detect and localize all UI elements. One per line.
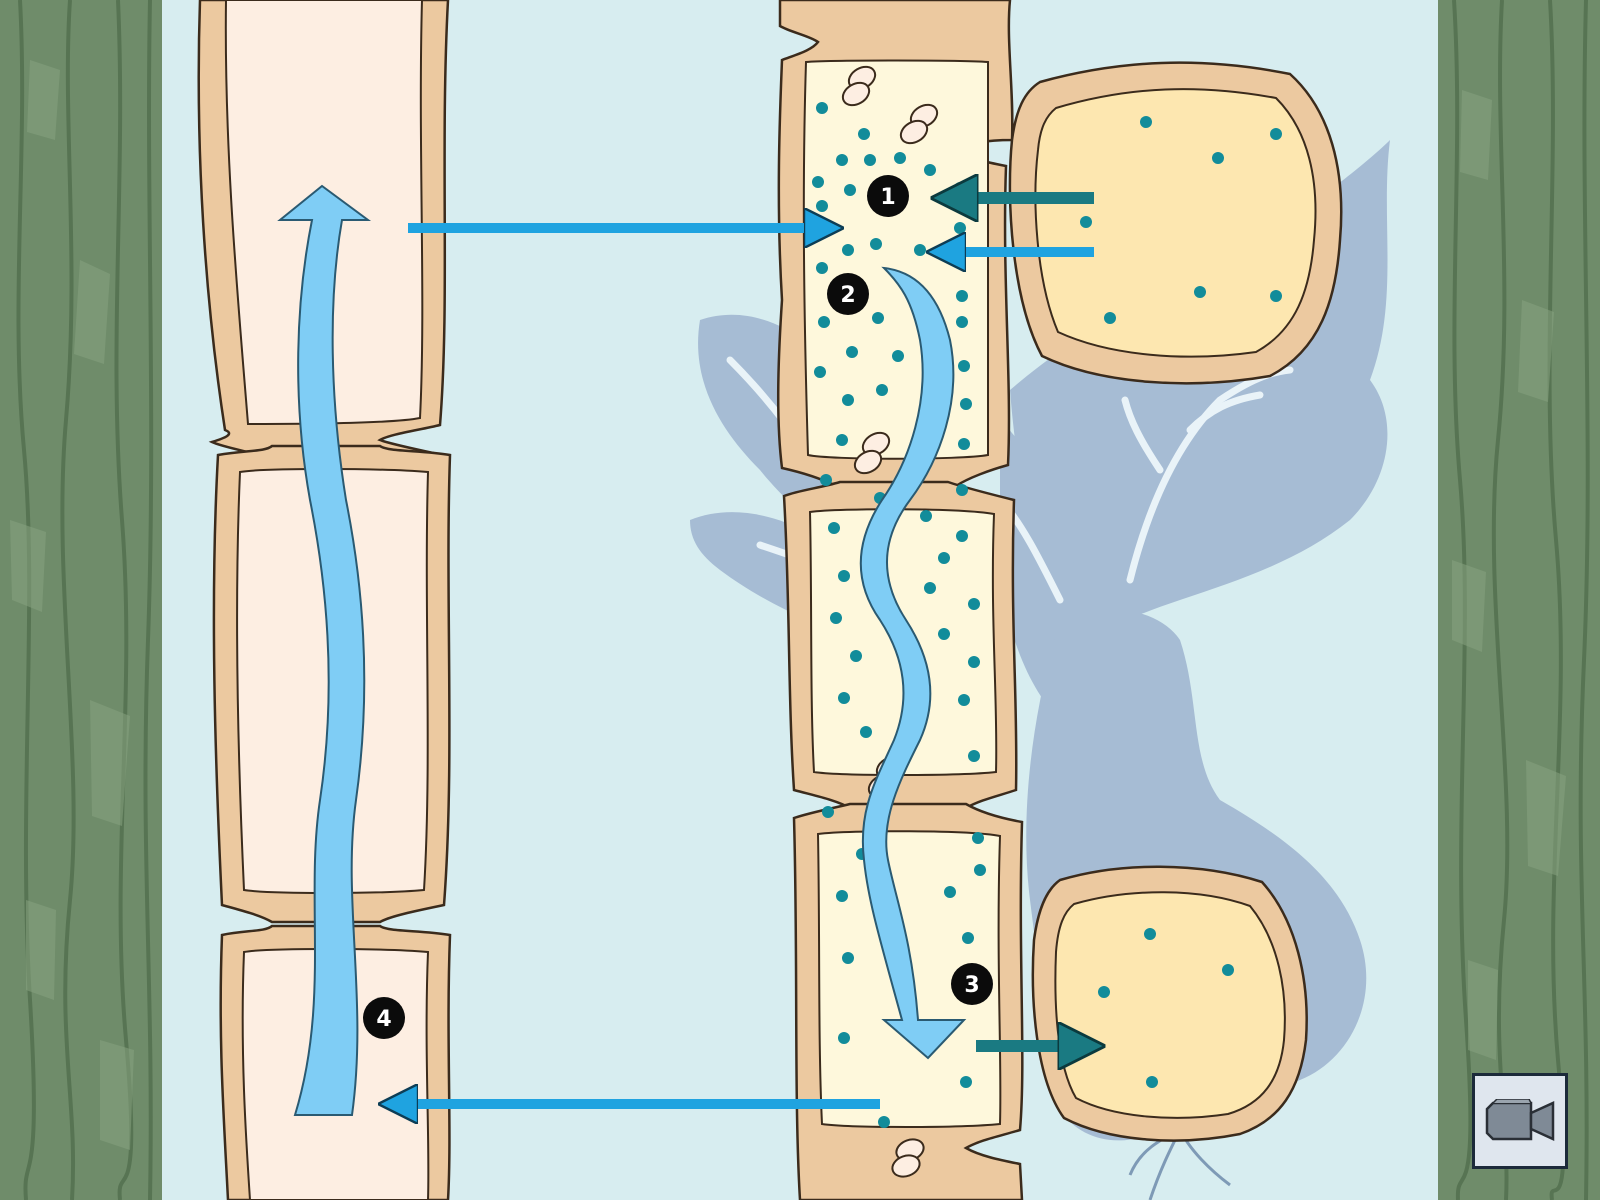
step-marker-2: 2 [827,273,869,315]
step-marker-1-label: 1 [880,185,895,210]
sugar-molecules [812,102,1282,1128]
source-cell [1008,61,1343,385]
bark-texture-left [0,0,162,1200]
phloem-transport-diagram: 1 2 3 4 [162,0,1438,1200]
step-marker-4: 4 [363,997,405,1039]
step-marker-3: 3 [951,963,993,1005]
bark-texture-right [1438,0,1600,1200]
flow-arrows [386,198,1096,1104]
step-marker-3-label: 3 [964,973,979,998]
step-marker-4-label: 4 [376,1007,391,1032]
step-marker-2-label: 2 [840,283,855,308]
sink-cell [1031,865,1308,1142]
step-marker-1: 1 [867,175,909,217]
video-play-button[interactable] [1472,1073,1568,1169]
video-camera-icon [1485,1099,1555,1141]
sieve-tube-flow-arrow [859,266,967,1060]
xylem-water-flow-arrow [277,184,372,1116]
